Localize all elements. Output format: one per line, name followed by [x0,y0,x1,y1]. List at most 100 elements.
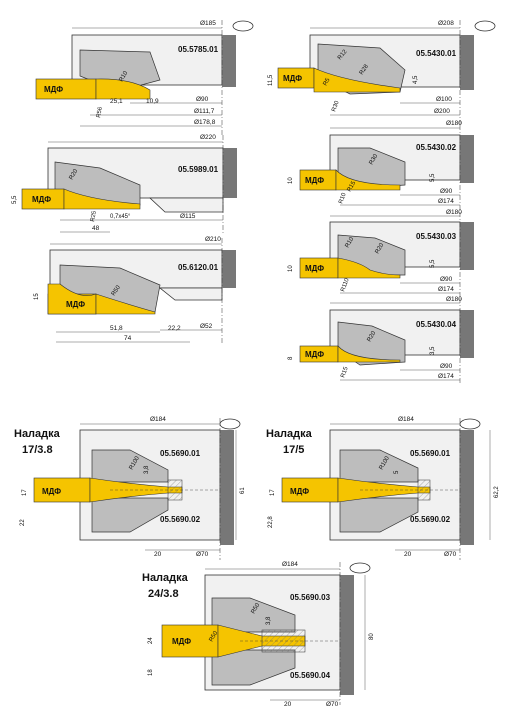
dim-5: 61 [240,487,246,494]
code-top: 05.5690.01 [160,449,201,458]
spindle-hub [223,148,237,198]
dim-6: R10 [338,192,348,205]
dim-top-diameter: Ø185 [200,20,216,27]
dim-1: Ø100 [436,96,452,103]
dim-top-diameter: Ø180 [446,209,462,216]
dim-2: Ø174 [438,198,454,205]
dim-3: 10 [288,265,294,272]
dim-1: Ø70 [196,551,209,558]
dim-top-diameter: Ø220 [200,134,216,141]
cutter-code: 05.5430.04 [416,320,457,329]
dim-1: Ø70 [326,701,339,708]
mdf-workpiece [33,477,91,503]
dim-2: 20 [284,701,292,708]
material-label: МДФ [305,264,324,273]
mdf-profile [63,188,141,210]
dim-1: Ø70 [444,551,457,558]
dim-2: Ø200 [434,108,450,115]
cutter-diagram-3: 05.5989.01 Ø220 МДФ Ø115 5,5 R20 R25 0,7… [12,134,237,235]
code-bottom: 05.5690.04 [290,671,331,680]
mdf-workpiece [281,477,339,503]
dim-top-diameter: Ø210 [205,236,221,243]
dim-1: Ø52 [200,323,213,330]
cutter-code: 05.5430.03 [416,232,457,241]
rotation-arrow-icon [219,418,241,430]
mdf-profile [95,78,151,100]
code-bottom: 05.5690.02 [410,515,451,524]
material-label: МДФ [172,637,191,646]
dim-8: 3,8 [266,616,272,625]
dim-6: R28 [359,63,371,76]
setup-name: 17/5 [283,444,304,456]
dim-2: Ø111,7 [194,108,215,115]
dim-top-diameter: Ø184 [282,561,298,568]
cutter-diagram-6: 05.6120.01 Ø210 МДФ Ø52 15 R50 51,8 22,2… [34,236,236,345]
spindle-hub [460,430,474,545]
dim-6: R56 [96,106,104,119]
dim-2: 20 [404,551,412,558]
rotation-arrow-icon [232,20,254,32]
spindle-hub [222,35,236,87]
dim-3: 17 [270,489,276,496]
lower-knife-insert [91,497,169,533]
dim-5: 10,9 [146,98,159,105]
spindle-hub [340,575,354,695]
material-label: МДФ [283,74,302,83]
cutter-diagram-7: 05.5430.04 Ø180 МДФ Ø90 Ø174 8 R20 R15 3… [288,296,474,385]
dim-top-diameter: Ø180 [446,120,462,127]
spindle-hub [460,310,474,358]
dim-4: 51,8 [110,325,123,332]
material-label: МДФ [32,195,51,204]
dim-3: 8 [288,356,294,360]
setup-label: Наладка [266,428,313,440]
cutter-diagram-5: 05.5430.03 Ø180 МДФ Ø90 Ø174 10 R20 R10 … [288,209,474,298]
dim-8: R5 [323,77,332,87]
dim-5: 80 [369,633,375,640]
mdf-profile [313,67,401,93]
dim-5: 62,2 [494,486,500,498]
dim-6: R50 [251,602,262,615]
material-label: МДФ [42,487,61,496]
dim-6: 74 [124,335,132,342]
dim-5: 22,2 [168,325,181,332]
rotation-arrow-icon [459,418,481,430]
cutter-code: 05.5430.01 [416,49,457,58]
code-top: 05.5690.03 [290,593,331,602]
setup-name: 24/3.8 [148,588,179,600]
mdf-profile [95,293,156,315]
upper-knife-insert [91,449,169,483]
dim-2: 15 [34,293,40,300]
dim-2: Ø174 [438,286,454,293]
dim-2: 20 [154,551,162,558]
mdf-profile [337,345,401,363]
dim-1: Ø90 [440,276,453,283]
dim-4: 25,1 [110,98,123,105]
dim-3: 24 [148,637,154,644]
material-label: МДФ [305,176,324,185]
setup-24-3-8: Наладка 24/3.8 Ø184 05.5690.03 05.5690.0… [142,561,375,708]
lower-knife-insert [339,497,419,533]
mdf-profile [337,257,401,279]
dim-7: 4,5 [413,75,419,84]
dim-3: 11,5 [268,74,274,86]
dim-4: R20 [375,242,386,255]
cutter-diagram-1: 05.5785.01 Ø185 МДФ Ø90 Ø111,7 Ø178,8 25… [35,20,254,135]
rotation-arrow-icon [349,562,371,574]
setup-17-5: Наладка 17/5 Ø184 05.5690.01 05.5690.02 … [266,416,500,560]
dim-5: R15 [347,180,358,193]
dim-7: 5 [394,470,400,474]
dim-4: 22 [20,519,26,526]
dim-3: Ø178,8 [194,119,216,126]
code-top: 05.5690.01 [410,449,451,458]
dim-5: R15 [340,366,350,379]
dim-4: R30 [331,100,341,113]
material-label: МДФ [66,300,85,309]
dim-top-diameter: Ø208 [438,20,454,27]
dim-6: 48 [92,225,100,232]
setup-label: Наладка [14,428,61,440]
mdf-profile [335,169,401,191]
dim-top-diameter: Ø184 [398,416,414,423]
dim-2: 5,5 [12,195,18,204]
dim-1: Ø90 [440,188,453,195]
